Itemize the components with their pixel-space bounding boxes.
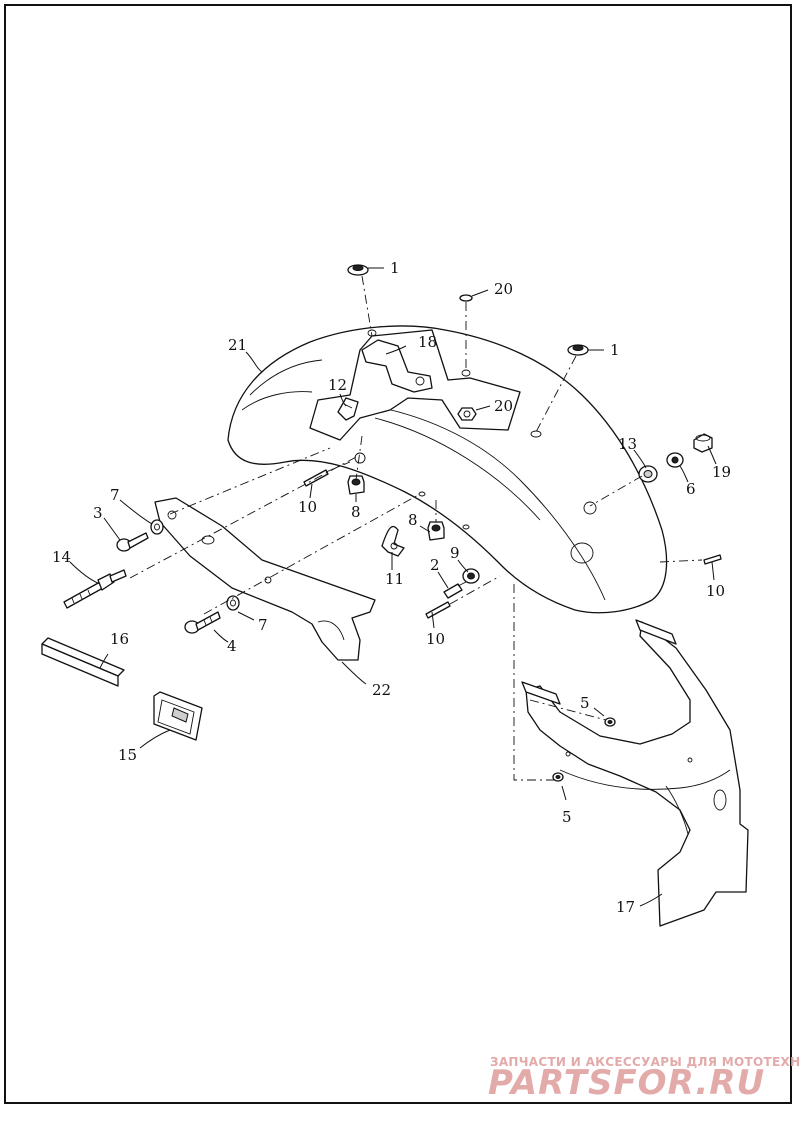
rear-fender [227,325,668,614]
long-bolt-14 [63,569,127,609]
pin-10-right [703,554,722,565]
callout-13: 13 [618,435,637,453]
bolt-19 [693,433,713,453]
fender-support [154,497,376,661]
plug-right [567,344,589,356]
washer-7-upper [150,519,164,535]
callout-15: 15 [118,746,137,764]
callout-4: 4 [227,637,237,655]
washer-13 [638,465,658,483]
callout-19: 19 [712,463,731,481]
assembly-lines [129,275,703,781]
callout-8-right: 8 [408,511,418,529]
nut-top [459,294,473,302]
clip [337,397,359,421]
fender-bracket [361,339,433,393]
callout-10-right: 10 [706,582,725,600]
callout-labels: 1 20 1 21 18 12 20 13 6 19 10 8 8 7 3 9 … [52,259,731,916]
callout-18: 18 [418,333,437,351]
callout-10-left: 10 [298,498,317,516]
pin-10-mid [425,601,451,619]
callout-1-top: 1 [390,259,400,277]
callout-21: 21 [228,336,247,354]
screw-2 [443,581,467,599]
callout-11: 11 [385,570,404,588]
callout-1-right: 1 [610,341,620,359]
callout-2: 2 [430,556,440,574]
callout-8-left: 8 [351,503,361,521]
callout-10-mid: 10 [426,630,445,648]
screw-3 [116,532,149,552]
callout-20-lower: 20 [494,397,513,415]
washer-7-lower [226,595,240,611]
fender-extension-17 [521,619,749,927]
callout-7-upper: 7 [110,486,120,504]
leader-lines [69,267,717,907]
plug-top [347,264,369,276]
washer-5-upper [604,717,616,727]
watermark-tagline: ЗАПЧАСТИ И АКСЕССУАРЫ ДЛЯ МОТОТЕХНИКИ [490,1055,800,1069]
watermark: ЗАПЧАСТИ И АКСЕССУАРЫ ДЛЯ МОТОТЕХНИКИ PA… [488,1055,800,1103]
callout-17: 17 [616,898,635,916]
callout-20-top: 20 [494,280,513,298]
reflector-15 [153,691,203,741]
washer-5-lower [552,772,564,782]
reflector-strip-16 [41,637,125,687]
callout-7-lower: 7 [258,616,268,634]
watermark-logo: PARTSFOR.RU [488,1063,765,1103]
callout-9: 9 [450,544,460,562]
screw-4 [184,611,221,634]
callout-3: 3 [93,504,103,522]
washer-9 [462,568,480,584]
grommet-8-left [347,475,365,495]
callout-22: 22 [372,681,391,699]
clamp-11 [381,525,405,557]
callout-5-lower: 5 [562,808,572,826]
callout-6: 6 [686,480,696,498]
callout-12: 12 [328,376,347,394]
callout-5-upper: 5 [580,694,590,712]
washer-6 [666,452,684,468]
nut-lower [457,407,477,421]
callout-14: 14 [52,548,71,566]
grommet-8-right [427,521,445,541]
callout-16: 16 [110,630,129,648]
